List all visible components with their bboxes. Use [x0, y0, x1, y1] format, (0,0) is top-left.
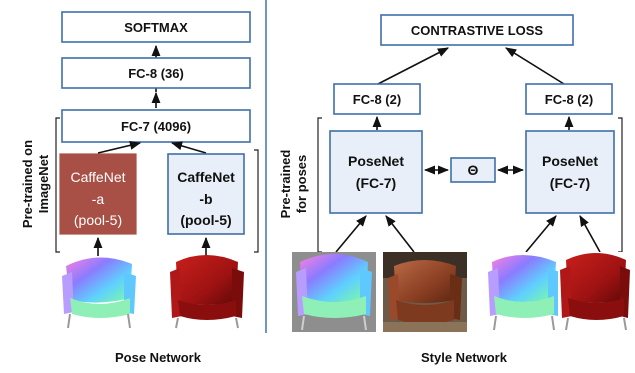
pose-pretrained-line2: ImageNet	[36, 154, 51, 213]
posenet-left-line2: (FC-7)	[356, 175, 396, 191]
pose-fc7-box	[61, 109, 251, 143]
style-fc8-left-label: FC-8 (2)	[353, 92, 401, 107]
style-network: CONTRASTIVE LOSS FC-8 (2) FC-8 (2) PoseN…	[278, 14, 632, 365]
arrow-image4-to-right-posenet	[579, 215, 601, 253]
pose-left-bracket	[55, 117, 60, 253]
style-fc8-right-label: FC-8 (2)	[545, 92, 593, 107]
posenet-right-box	[525, 130, 615, 214]
pose-pretrained-line1: Pre-trained on	[20, 140, 35, 228]
arrow-caffenet-b-to-fc7	[170, 141, 207, 154]
caffenet-a-box	[59, 153, 137, 235]
arrow-caffenet-a-to-fc7	[97, 140, 142, 154]
normal-map-chair-photo-icon	[292, 252, 376, 332]
pose-right-bracket	[254, 149, 259, 253]
pose-fc8-label: FC-8 (36)	[128, 66, 184, 81]
caffenet-b-box	[167, 153, 245, 235]
style-pretrained-line1: Pre-trained	[278, 150, 293, 219]
normal-map-chair-icon	[58, 256, 138, 330]
brown-leather-chair-photo	[383, 252, 467, 332]
caffenet-b-line2: -b	[199, 191, 212, 207]
pose-fc8-box	[61, 57, 251, 89]
red-armchair-icon	[166, 255, 246, 330]
style-fc8-right-box	[525, 83, 613, 115]
caffenet-a-line1: CaffeNet	[71, 169, 126, 185]
style-network-caption: Style Network	[421, 350, 508, 365]
theta-label: Θ	[468, 162, 479, 178]
contrastive-loss-label: CONTRASTIVE LOSS	[411, 23, 544, 38]
style-fc8-left-box	[333, 83, 421, 115]
arrow-image3-to-right-posenet	[525, 215, 557, 253]
style-pretrained-line2: for poses	[294, 155, 309, 214]
posenet-right-line2: (FC-7)	[550, 175, 590, 191]
posenet-right-line1: PoseNet	[542, 153, 598, 169]
style-left-bracket	[317, 117, 322, 253]
pose-network-caption: Pose Network	[115, 350, 202, 365]
style-right-bracket	[618, 117, 623, 253]
arrow-right-fc8-to-loss	[505, 47, 565, 85]
contrastive-loss-box	[380, 14, 574, 46]
red-armchair-icon-2	[558, 252, 632, 332]
caffenet-a-line2: -a	[92, 191, 105, 207]
softmax-label: SOFTMAX	[124, 20, 188, 35]
arrow-left-fc8-to-loss	[377, 47, 449, 85]
posenet-left-box	[329, 130, 423, 214]
softmax-box	[61, 11, 251, 43]
normal-map-chair-icon-2	[484, 252, 564, 332]
posenet-left-line1: PoseNet	[348, 153, 404, 169]
caffenet-b-line1: CaffeNet	[177, 169, 235, 185]
arrow-image1-to-left-posenet	[335, 215, 367, 253]
pose-network: SOFTMAX FC-8 (36) FC-7 (4096) CaffeNet -…	[20, 11, 259, 365]
pose-fc7-label: FC-7 (4096)	[121, 119, 191, 134]
caffenet-a-line3: (pool-5)	[74, 212, 122, 228]
caffenet-b-line3: (pool-5)	[180, 212, 231, 228]
theta-box	[450, 157, 496, 183]
arrow-image2-to-left-posenet	[385, 215, 415, 253]
